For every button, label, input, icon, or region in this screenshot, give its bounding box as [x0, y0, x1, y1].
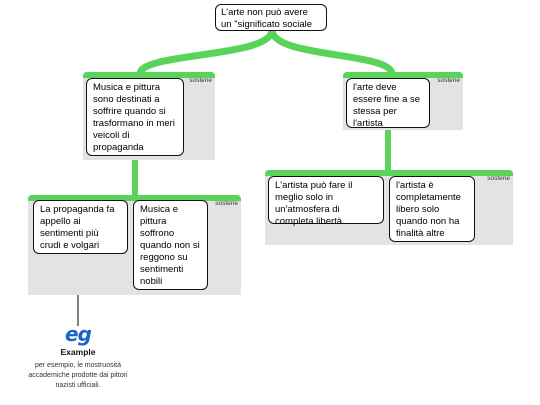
node-left-a[interactable]: La propaganda fa appello ai sentimenti p… — [33, 200, 128, 254]
example-title: Example — [60, 347, 96, 357]
group-header — [83, 72, 215, 78]
group-label: sostene — [215, 200, 238, 207]
group-header — [265, 170, 513, 176]
node-right-a[interactable]: L'artista può fare il meglio solo in un'… — [268, 176, 384, 227]
node-left[interactable]: Musica e pittura sono destinati a soffri… — [86, 78, 184, 156]
root-node[interactable]: L'arte non può avere un "significato soc… — [215, 4, 327, 31]
example-icon: eg — [65, 322, 92, 346]
node-right[interactable]: l'arte deve essere fine a se stessa per … — [346, 78, 430, 129]
group-header — [343, 72, 463, 78]
group-label: sostene — [487, 175, 510, 182]
group-label: sostene — [189, 77, 212, 84]
example-block: eg Example per esempio, le mostruosità a… — [28, 323, 128, 391]
group-header — [28, 195, 241, 201]
node-left-b[interactable]: Musica e pittura soffrono quando non si … — [133, 200, 208, 290]
node-right-b[interactable]: l'artista è completamente libero solo qu… — [389, 176, 475, 242]
example-text: per esempio, le mostruosità accademiche … — [28, 362, 128, 389]
group-label: sostene — [437, 77, 460, 84]
